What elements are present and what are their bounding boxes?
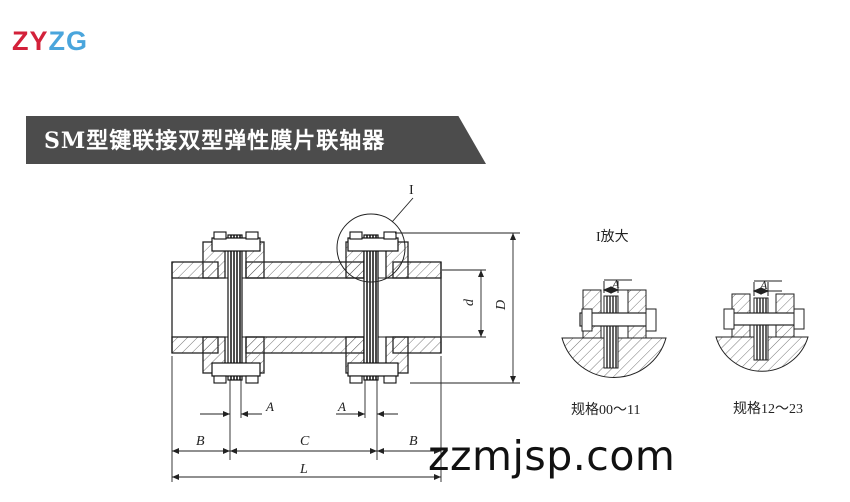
detail-circle: [336, 213, 406, 283]
brand-logo: ZYZG: [12, 26, 88, 57]
logo-text-zy: ZY: [12, 26, 49, 56]
title-banner: [26, 116, 486, 164]
dim-label-c: C: [300, 434, 310, 449]
right-diaphragm-pack: [347, 231, 399, 384]
detail-small-label-a: A: [611, 277, 620, 291]
logo-text-zg: ZG: [48, 26, 89, 56]
dim-label-b-right: B: [409, 434, 418, 449]
watermark-text: zzmjsp.com: [428, 432, 676, 480]
dimension-arrows: [172, 233, 516, 480]
detail-title: I放大: [596, 229, 629, 245]
caption-size-12-23: 规格12～23: [733, 401, 803, 417]
dimension-lines: [171, 232, 520, 482]
dim-label-a-right: A: [337, 399, 346, 414]
detail-view-large: [715, 280, 809, 372]
dim-label-l: L: [299, 462, 308, 477]
dim-label-a-left: A: [265, 399, 274, 414]
banner-title: SM型键联接双型弹性膜片联轴器: [44, 128, 386, 154]
detail-view-small: [561, 279, 667, 378]
coupling-body: [171, 241, 442, 374]
dim-label-D: D: [494, 300, 509, 311]
dim-label-d: d: [462, 298, 477, 306]
dim-label-b-left: B: [196, 434, 205, 449]
detail-marker: I: [409, 183, 414, 198]
caption-size-00-11: 规格00～11: [571, 402, 640, 418]
left-diaphragm-pack: [211, 231, 261, 384]
detail-large-label-a: A: [759, 278, 768, 292]
